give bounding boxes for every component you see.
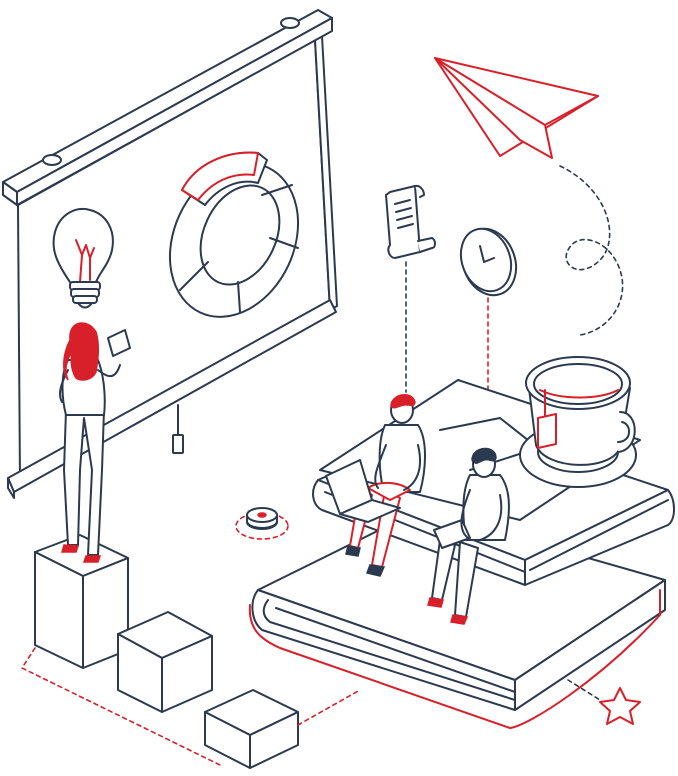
star-icon bbox=[599, 687, 641, 725]
presenter-woman bbox=[59, 322, 131, 563]
man-with-laptop-red-hair bbox=[325, 394, 426, 577]
document-scroll-icon bbox=[385, 184, 436, 393]
lightbulb-icon bbox=[52, 208, 114, 309]
push-button bbox=[235, 507, 289, 540]
stacked-boxes bbox=[20, 534, 361, 769]
paper-plane-icon bbox=[434, 57, 624, 336]
tea-cup bbox=[519, 356, 637, 701]
donut-chart-icon bbox=[168, 151, 300, 318]
man-with-tablet bbox=[427, 447, 510, 625]
clock-icon bbox=[459, 227, 518, 451]
